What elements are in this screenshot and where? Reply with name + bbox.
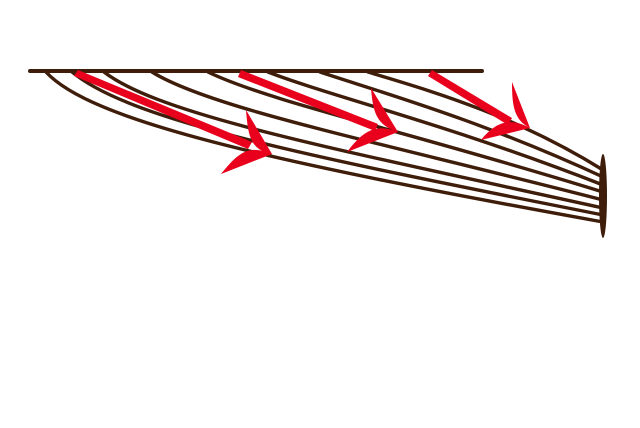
force-arrow — [238, 70, 398, 152]
muscle-fibre — [266, 70, 605, 187]
muscle-fibre — [102, 70, 605, 210]
muscle-fibre — [366, 70, 605, 172]
force-arrows — [74, 70, 530, 174]
force-arrow — [74, 70, 272, 174]
muscle-fibre — [44, 70, 605, 224]
tendon-insertion — [599, 154, 607, 238]
muscle-fibre — [318, 70, 605, 179]
muscle-fibre — [70, 70, 605, 217]
muscle-fibre — [150, 70, 605, 202]
force-arrow — [428, 70, 530, 140]
